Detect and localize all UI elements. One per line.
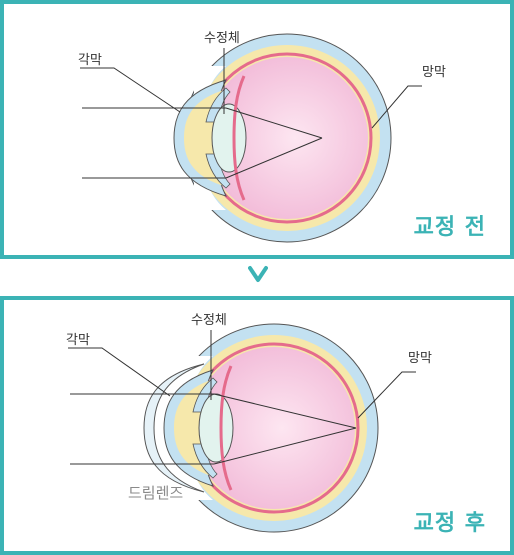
refracted-ray-bottom bbox=[213, 427, 357, 465]
eye-diagram-before bbox=[80, 33, 422, 243]
label-lens: 수정체 bbox=[204, 31, 240, 46]
cornea-leader-line bbox=[80, 67, 181, 113]
label-retina: 망막 bbox=[408, 351, 432, 366]
refracted-ray-top bbox=[213, 393, 357, 429]
label-lens: 수정체 bbox=[191, 313, 227, 328]
retina-leader-line bbox=[357, 371, 416, 419]
label-retina: 망막 bbox=[422, 65, 446, 80]
crystalline-lens bbox=[211, 103, 247, 173]
caption-after: 교정 후 bbox=[413, 511, 486, 536]
label-cornea: 각막 bbox=[66, 333, 90, 348]
vitreous-body bbox=[206, 57, 368, 219]
vitreous-body bbox=[193, 347, 355, 509]
label-cornea: 각막 bbox=[78, 53, 102, 68]
caption-before: 교정 전 bbox=[413, 215, 486, 240]
dream-lens bbox=[143, 363, 205, 493]
refracted-ray-top bbox=[225, 107, 323, 139]
cornea-leader-line bbox=[68, 347, 171, 397]
retina-front-edge bbox=[219, 365, 233, 491]
label-dream-lens: 드림렌즈 bbox=[128, 484, 184, 502]
retina-leader-line bbox=[371, 85, 422, 129]
crystalline-lens bbox=[198, 393, 234, 463]
eye-diagram-after bbox=[68, 323, 416, 533]
chevron-down-icon bbox=[248, 266, 268, 282]
panel-before-correction: 각막 수정체 망막 교정 전 bbox=[0, 0, 514, 259]
panel-after-correction: 각막 수정체 망막 드림렌즈 교정 후 bbox=[0, 296, 514, 555]
refracted-ray-bottom bbox=[225, 137, 323, 179]
retina-front-edge bbox=[232, 75, 246, 201]
